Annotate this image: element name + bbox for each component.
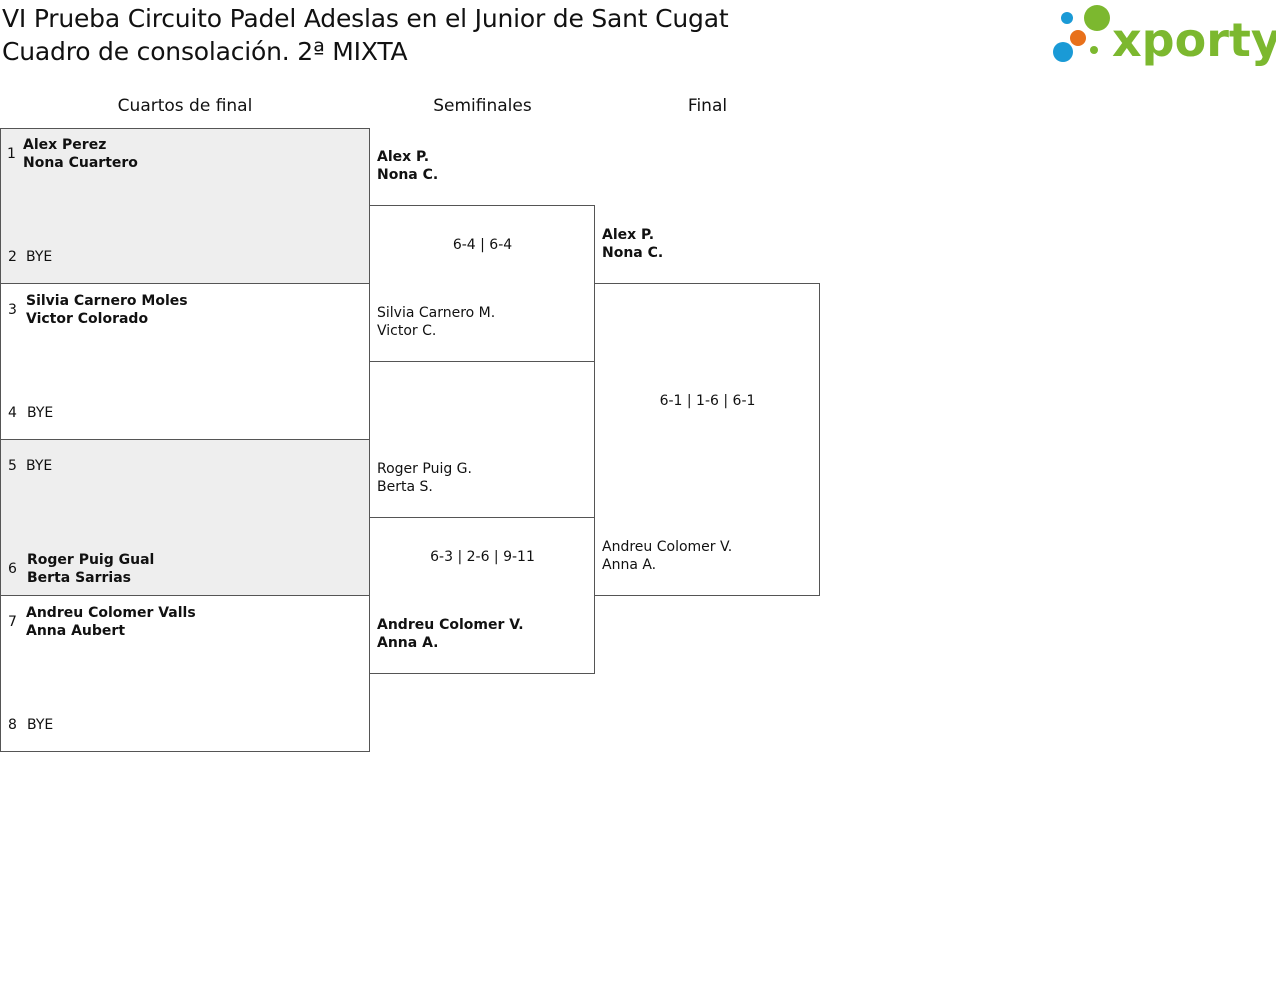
quarterfinal-team: BYE [27,404,53,422]
player-name: Andreu Colomer V. [602,539,733,555]
seed-number: 5 [8,458,17,474]
semifinal-score-2: 6-3 | 2-6 | 9-11 [430,549,535,565]
player-name: Berta Sarrias [27,570,132,586]
player-name: Nona C. [602,245,664,261]
player-name: Andreu Colomer Valls [26,605,196,621]
quarterfinal-team: Alex Perez Nona Cuartero [23,136,138,172]
quarterfinal-team: Andreu Colomer Valls Anna Aubert [26,604,196,640]
round-header-semifinals: Semifinales [433,96,532,116]
player-name: Roger Puig Gual [27,552,155,568]
player-name: Anna A. [377,635,439,651]
player-name: Anna A. [602,557,657,573]
player-name: BYE [27,405,54,421]
semifinal-team: Alex P. Nona C. [377,148,438,184]
final-team: Alex P. Nona C. [602,226,663,262]
quarterfinal-team: Roger Puig Gual Berta Sarrias [27,551,154,587]
player-name: Victor C. [377,323,437,339]
quarterfinal-team: BYE [26,248,52,266]
final-score: 6-1 | 1-6 | 6-1 [659,393,756,409]
player-name: Alex P. [377,149,430,165]
player-name: BYE [26,458,53,474]
quarterfinal-team: Silvia Carnero Moles Victor Colorado [26,292,188,328]
semifinal-team: Silvia Carnero M. Victor C. [377,304,495,340]
seed-number: 1 [7,146,16,162]
player-name: Victor Colorado [26,311,149,327]
player-name: Roger Puig G. [377,461,472,477]
page-title: VI Prueba Circuito Padel Adeslas en el J… [2,4,729,33]
quarterfinal-match-1 [0,128,370,284]
player-name: Berta S. [377,479,433,495]
player-name: Alex Perez [23,137,107,153]
player-name: BYE [26,249,53,265]
quarterfinal-match-3 [0,439,370,596]
player-name: Silvia Carnero Moles [26,293,188,309]
player-name: Nona C. [377,167,439,183]
quarterfinal-team: BYE [26,457,52,475]
page-subtitle: Cuadro de consolación. 2ª MIXTA [2,37,408,66]
player-name: BYE [27,717,54,733]
logo-text: xporty [1112,13,1276,66]
seed-number: 7 [8,614,17,630]
semifinal-team: Roger Puig G. Berta S. [377,460,472,496]
quarterfinal-team: BYE [27,716,53,734]
player-name: Alex P. [602,227,655,243]
seed-number: 3 [8,302,17,318]
round-header-quarterfinals: Cuartos de final [117,96,253,116]
seed-number: 6 [8,561,17,577]
semifinal-team: Andreu Colomer V. Anna A. [377,616,524,652]
round-header-final: Final [687,96,728,116]
player-name: Silvia Carnero M. [377,305,496,321]
seed-number: 4 [8,405,17,421]
xporty-logo: xporty [1053,5,1276,66]
player-name: Anna Aubert [26,623,126,639]
seed-number: 2 [8,249,17,265]
semifinal-score-1: 6-4 | 6-4 [452,237,513,253]
player-name: Andreu Colomer V. [377,617,524,633]
final-team: Andreu Colomer V. Anna A. [602,538,732,574]
player-name: Nona Cuartero [23,155,138,171]
seed-number: 8 [8,717,17,733]
final-match [594,283,820,596]
